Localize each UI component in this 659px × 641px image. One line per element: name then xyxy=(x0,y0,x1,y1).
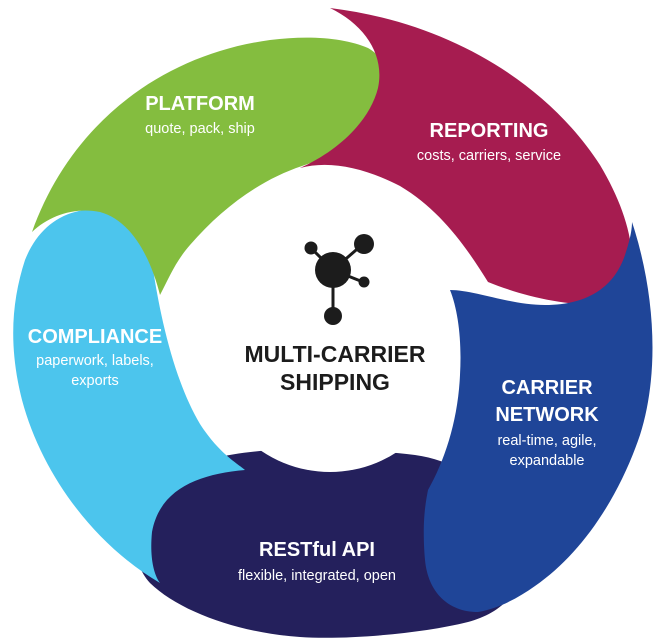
reporting-subtitle: costs, carriers, service xyxy=(417,148,561,164)
center-title-line2: SHIPPING xyxy=(280,369,390,395)
restful-api-segment[interactable] xyxy=(135,448,520,638)
restful-api-subtitle: flexible, integrated, open xyxy=(238,568,396,584)
carrier-network-subtitle-line1: real-time, agile, xyxy=(497,433,596,449)
compliance-subtitle-line1: paperwork, labels, xyxy=(36,353,154,369)
compliance-segment[interactable] xyxy=(13,209,246,583)
carrier-network-segment[interactable] xyxy=(423,222,653,612)
compliance-subtitle-line2: exports xyxy=(71,373,119,389)
platform-title: PLATFORM xyxy=(145,93,255,115)
carrier-network-title-line2: NETWORK xyxy=(495,404,599,426)
carrier-network-subtitle-line2: expandable xyxy=(510,453,585,469)
compliance-title: COMPLIANCE xyxy=(28,326,162,348)
center-disc xyxy=(208,228,452,472)
carrier-network-title-line1: CARRIER xyxy=(501,377,593,399)
network-hub-icon xyxy=(304,234,374,325)
platform-subtitle: quote, pack, ship xyxy=(145,121,255,137)
reporting-segment[interactable] xyxy=(300,8,633,305)
platform-segment[interactable] xyxy=(32,37,387,295)
restful-api-title: RESTful API xyxy=(259,539,375,561)
center-title-line1: MULTI-CARRIER xyxy=(245,341,426,367)
reporting-title: REPORTING xyxy=(430,120,549,142)
